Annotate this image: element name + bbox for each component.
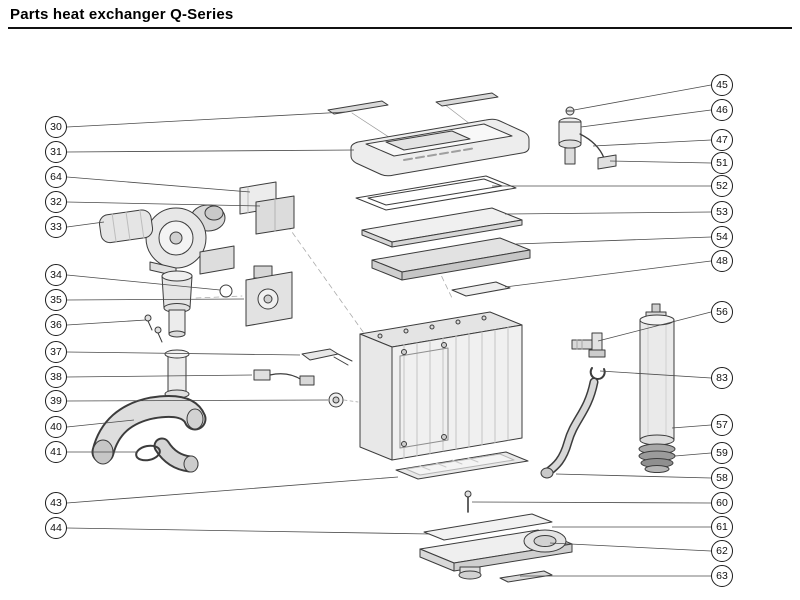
callout-32: 32 [45,191,67,213]
pipe-clamp [135,444,161,462]
flue-elbow [91,394,207,473]
callout-35: 35 [45,289,67,311]
leader-38 [66,374,253,378]
top-strip-right [435,92,499,107]
callout-59: 59 [711,442,733,464]
exchanger-lid [361,207,523,248]
collector-plate [423,513,553,541]
leader-36 [66,319,147,326]
leader-51 [609,160,712,164]
title-divider [8,27,792,29]
leader-44 [66,527,431,535]
venturi [161,270,193,338]
callout-47: 47 [711,129,733,151]
callout-51: 51 [711,152,733,174]
leader-58 [555,473,712,479]
leader-30 [66,111,347,128]
leader-60 [471,501,712,504]
vent-valve-assembly [558,106,617,170]
callout-39: 39 [45,390,67,412]
callout-53: 53 [711,201,733,223]
callout-46: 46 [711,99,733,121]
spacer-plate [451,281,511,297]
air-intake-silencer [98,209,154,244]
callout-38: 38 [45,366,67,388]
fixing-screws [144,314,163,343]
callout-52: 52 [711,175,733,197]
assembly-axis-lines [195,103,471,337]
sight-glass [328,392,359,408]
leader-83 [599,370,712,379]
callout-60: 60 [711,492,733,514]
callout-43: 43 [45,492,67,514]
callout-54: 54 [711,226,733,248]
mounting-bracket-lower [255,195,295,235]
leader-48 [504,260,712,288]
leader-45 [573,84,712,111]
pan-screw [464,490,472,513]
ignition-electrode [301,348,353,366]
callout-44: 44 [45,517,67,539]
leader-35 [66,298,245,301]
blower-assembly [145,204,235,277]
callout-40: 40 [45,416,67,438]
callout-61: 61 [711,516,733,538]
drain-hose [540,377,599,479]
leader-53 [504,211,712,215]
callout-41: 41 [45,441,67,463]
siphon-body [639,314,675,446]
tee-fitting [571,332,606,358]
callout-33: 33 [45,216,67,238]
leader-40 [66,419,135,428]
leader-37 [66,351,301,356]
gas-valve [245,265,293,327]
bottom-strip [499,570,553,583]
callout-83: 83 [711,367,733,389]
callout-36: 36 [45,314,67,336]
flame-sensor [253,369,315,386]
callout-37: 37 [45,341,67,363]
page-header: Parts heat exchanger Q-Series [10,6,233,23]
leader-62 [549,542,712,552]
o-ring [219,284,233,298]
leader-64 [66,176,251,193]
leader-59 [674,452,712,457]
leader-43 [66,476,399,504]
siphon-float-rings [638,443,676,473]
callout-56: 56 [711,301,733,323]
top-cover [350,118,530,177]
callout-64: 64 [45,166,67,188]
callout-30: 30 [45,116,67,138]
page-title: Parts heat exchanger Q-Series [10,6,234,23]
leader-33 [66,221,105,228]
callout-48: 48 [711,250,733,272]
condensate-pan [419,529,573,580]
callout-34: 34 [45,264,67,286]
heat-exchanger-block [359,311,523,461]
callout-62: 62 [711,540,733,562]
leader-47 [592,139,712,147]
leader-31 [66,149,355,153]
leader-57 [671,424,712,429]
leader-56 [597,311,712,342]
callout-63: 63 [711,565,733,587]
leader-54 [515,236,712,245]
callout-57: 57 [711,414,733,436]
leader-34 [66,274,221,291]
callout-31: 31 [45,141,67,163]
callout-45: 45 [711,74,733,96]
leader-39 [66,399,329,402]
insulation-plate [371,237,531,281]
down-tube [164,349,190,399]
burner-plate [395,451,529,480]
callout-58: 58 [711,467,733,489]
leader-46 [580,109,712,128]
leader-32 [66,201,261,207]
